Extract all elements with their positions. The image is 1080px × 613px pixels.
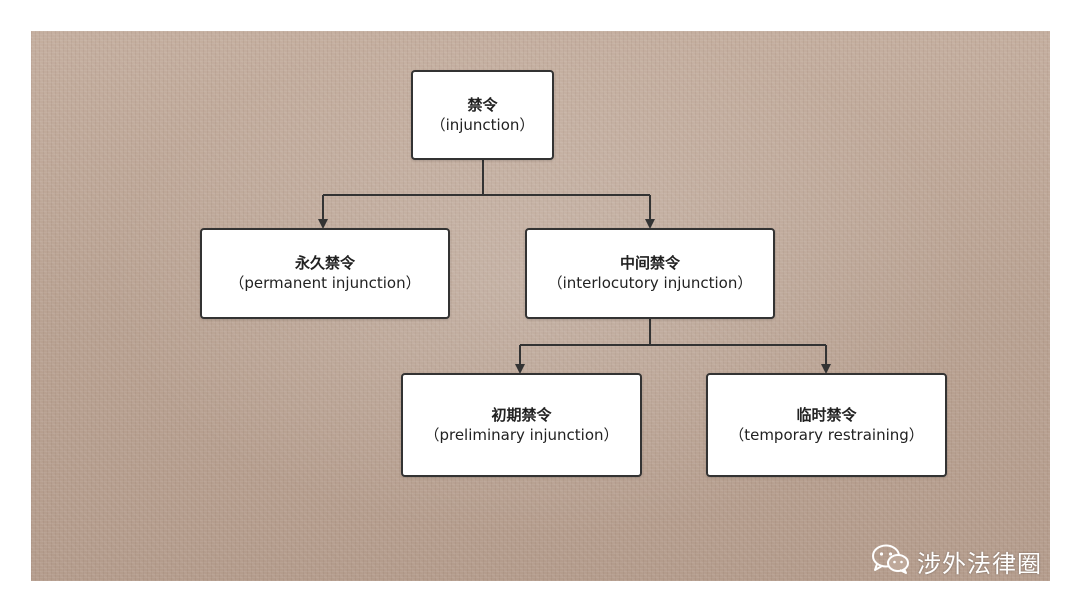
node-preliminary-injunction: 初期禁令 （preliminary injunction）: [401, 373, 642, 477]
wechat-icon: [871, 543, 911, 579]
node-injunction: 禁令 （injunction）: [411, 70, 554, 160]
connectors: [318, 160, 831, 374]
diagram-canvas: 禁令 （injunction） 永久禁令 （permanent injuncti…: [31, 31, 1050, 581]
node-permanent-en: （permanent injunction）: [229, 274, 421, 292]
node-permanent-injunction: 永久禁令 （permanent injunction）: [200, 228, 450, 319]
watermark: 涉外法律圈: [871, 543, 1042, 579]
node-permanent-zh: 永久禁令: [294, 254, 355, 272]
node-temporary-en: （temporary restraining）: [729, 425, 924, 444]
node-interlocutory-en: （interlocutory injunction）: [547, 274, 753, 292]
node-temporary-zh: 临时禁令: [796, 405, 857, 424]
node-injunction-en: （injunction）: [430, 115, 535, 134]
node-preliminary-zh: 初期禁令: [491, 405, 552, 424]
node-temporary-restraining: 临时禁令 （temporary restraining）: [706, 373, 947, 477]
node-preliminary-en: （preliminary injunction）: [424, 425, 619, 444]
node-injunction-zh: 禁令: [467, 95, 498, 114]
node-interlocutory-injunction: 中间禁令 （interlocutory injunction）: [525, 228, 775, 319]
node-interlocutory-zh: 中间禁令: [619, 254, 680, 272]
watermark-text: 涉外法律圈: [917, 549, 1042, 578]
